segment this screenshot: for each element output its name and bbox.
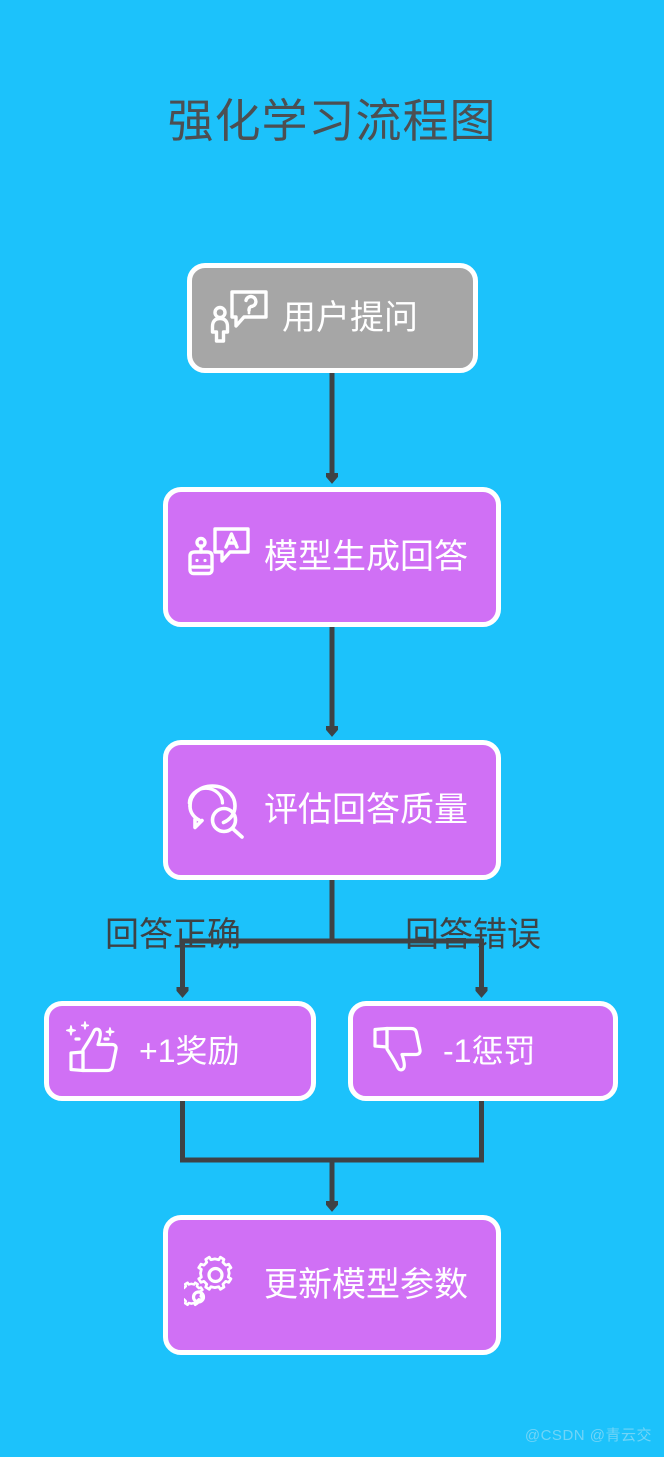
node-label: 评估回答质量 bbox=[264, 791, 468, 829]
node-label: -1惩罚 bbox=[443, 1033, 536, 1069]
node-model-generate[interactable]: 模型生成回答 bbox=[163, 487, 501, 627]
node-label: 更新模型参数 bbox=[264, 1266, 468, 1304]
person-question-bubble-icon bbox=[208, 287, 272, 350]
robot-answer-bubble-icon bbox=[184, 522, 254, 593]
gears-icon bbox=[179, 1250, 254, 1321]
chat-magnifier-icon bbox=[184, 775, 254, 846]
thumbs-down-icon bbox=[367, 1019, 433, 1084]
edge-label-wrong: 回答错误 bbox=[405, 916, 541, 954]
thumbs-up-sparkle-icon bbox=[63, 1019, 129, 1084]
watermark: @CSDN @青云交 bbox=[524, 1427, 652, 1444]
node-label: 模型生成回答 bbox=[264, 538, 468, 576]
node-user-question[interactable]: 用户提问 bbox=[187, 263, 478, 373]
node-penalty[interactable]: -1惩罚 bbox=[348, 1001, 618, 1101]
edge-label-correct: 回答正确 bbox=[105, 916, 241, 954]
node-label: 用户提问 bbox=[282, 299, 418, 337]
page-title: 强化学习流程图 bbox=[167, 95, 497, 147]
node-label: +1奖励 bbox=[139, 1033, 240, 1069]
edge-merge-to-update bbox=[180, 1101, 484, 1205]
node-evaluate-quality[interactable]: 评估回答质量 bbox=[163, 740, 501, 880]
node-reward[interactable]: +1奖励 bbox=[44, 1001, 316, 1101]
node-update-params[interactable]: 更新模型参数 bbox=[163, 1215, 501, 1355]
